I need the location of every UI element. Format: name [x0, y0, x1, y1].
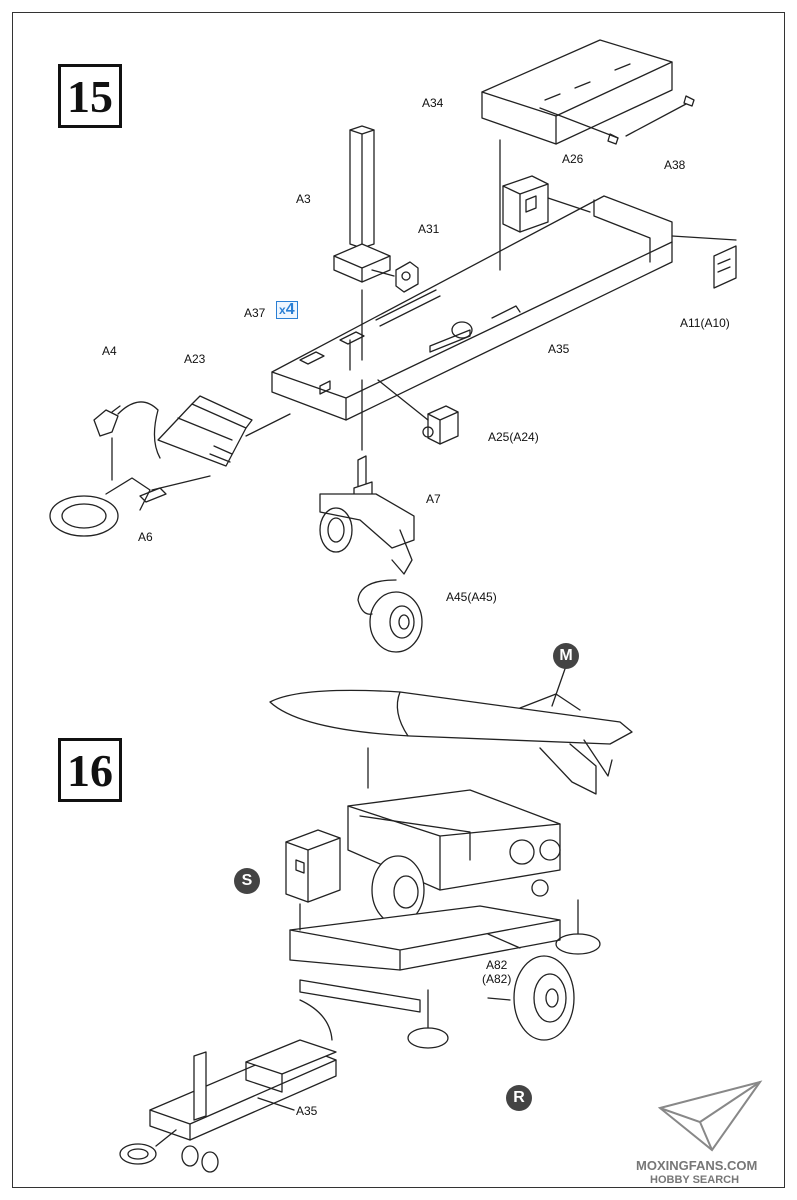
label-a35-bottom: A35: [296, 1104, 318, 1118]
callout-m: M: [553, 643, 579, 669]
part-a45: [369, 591, 423, 653]
label-a26: A26: [562, 152, 584, 166]
label-a82: A82: [486, 958, 508, 972]
part-a23: [157, 395, 253, 467]
label-a25: A25(A24): [488, 430, 539, 444]
label-a37: A37: [244, 306, 266, 320]
callout-s: S: [234, 868, 260, 894]
label-a3: A3: [296, 192, 311, 206]
label-a7: A7: [426, 492, 441, 506]
label-a82-paren: (A82): [482, 972, 512, 986]
part-a3-post: [333, 125, 391, 283]
launcher-assembly: [289, 789, 601, 1049]
watermark-brand: HOBBY SEARCH: [650, 1174, 740, 1186]
label-a11: A11(A10): [680, 316, 730, 330]
part-a4: [93, 405, 121, 437]
step-number-16: 16: [58, 738, 122, 802]
callout-r: R: [506, 1085, 532, 1111]
part-a7: [319, 455, 415, 575]
label-a23: A23: [184, 352, 206, 366]
missile-m: [269, 689, 633, 795]
watermark-site: MOXINGFANS.COM: [636, 1158, 758, 1173]
label-a38: A38: [664, 158, 686, 172]
part-a26: [502, 175, 549, 233]
part-a11: [713, 245, 737, 289]
part-a34-box: [481, 39, 673, 145]
label-a45: A45(A45): [446, 590, 497, 604]
label-a34: A34: [422, 96, 444, 110]
label-a6: A6: [138, 530, 153, 544]
part-a35-beam: [271, 195, 673, 421]
part-a38-latch-1: [683, 95, 695, 107]
step-number-15: 15: [58, 64, 122, 128]
part-a35-subassembly: [119, 1039, 337, 1173]
part-s-box: [285, 829, 341, 903]
label-a4: A4: [102, 344, 117, 358]
part-a25: [422, 405, 459, 445]
part-a31: [395, 261, 419, 293]
part-a6: [49, 477, 167, 537]
quantity-badge-x4: x4: [276, 301, 298, 319]
label-a31: A31: [418, 222, 440, 236]
label-a35-top: A35: [548, 342, 570, 356]
page-border: [12, 12, 785, 1188]
